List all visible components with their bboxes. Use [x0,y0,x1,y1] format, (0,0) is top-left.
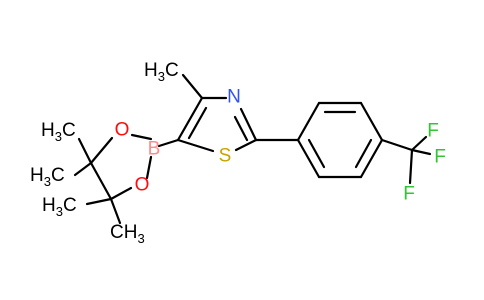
bond-n3-c2-inner [233,115,249,142]
fluorine-atom-label-3: F [403,184,415,205]
bond-cf3-f1 [410,135,428,152]
oxygen-atom-label-top: O [115,120,130,141]
nitrogen-atom-label: N [227,87,241,108]
bond-ph-1-2 [296,101,321,142]
bond-n3-c2 [239,107,258,142]
oxygen-atom-label-bottom: O [135,175,150,196]
bond-c4-c5-inner [187,106,208,140]
methyl-label-pinacol-3: H3C [42,195,77,219]
methyl-label-pinacol-2: H3C [30,165,65,189]
bond-cq1-me-b [73,161,93,177]
bond-c4-c5 [176,96,204,142]
bond-ph-3-4 [359,101,384,142]
methyl-label-c4: H3C [144,60,179,84]
bond-cf3-f2 [410,148,432,156]
bond-cq2-me-a [85,197,113,206]
fluorine-atom-label-2: F [434,147,446,168]
bond-b-o2 [145,155,153,180]
sulfur-atom-label: S [219,146,232,167]
methyl-label-pinacol-1: H3C [41,120,76,144]
bond-cq1-me-a [77,137,93,165]
bond-cq1-cq2 [89,161,113,201]
bond-c2-s1 [234,138,258,152]
methyl-label-pinacol-4: CH3 [110,222,145,246]
bond-o1-cq1 [89,136,114,165]
methyl-label-layer: H3C H3C H3C H3C CH3 [30,60,179,246]
bond-c5-b [157,138,180,148]
bond-cf3-f3 [408,148,414,185]
bond-ph-inner-c [307,138,326,169]
boron-atom-label: B [148,139,161,160]
bond-b-o1 [130,133,153,141]
bond-ph-4-5 [359,138,384,179]
bond-s1-c5 [176,138,215,153]
bond-layer [73,73,432,225]
bond-c4-methyl [181,73,204,100]
fluorine-atom-label-1: F [427,121,439,142]
bond-ph-cf3 [380,138,414,152]
atom-label-layer: N S B O O F F F [115,87,446,205]
bond-cq2-me-b [109,197,122,225]
bond-ph-6-1 [296,138,321,179]
bond-ph-inner-b [354,138,373,169]
bond-o2-cq2 [109,186,133,201]
